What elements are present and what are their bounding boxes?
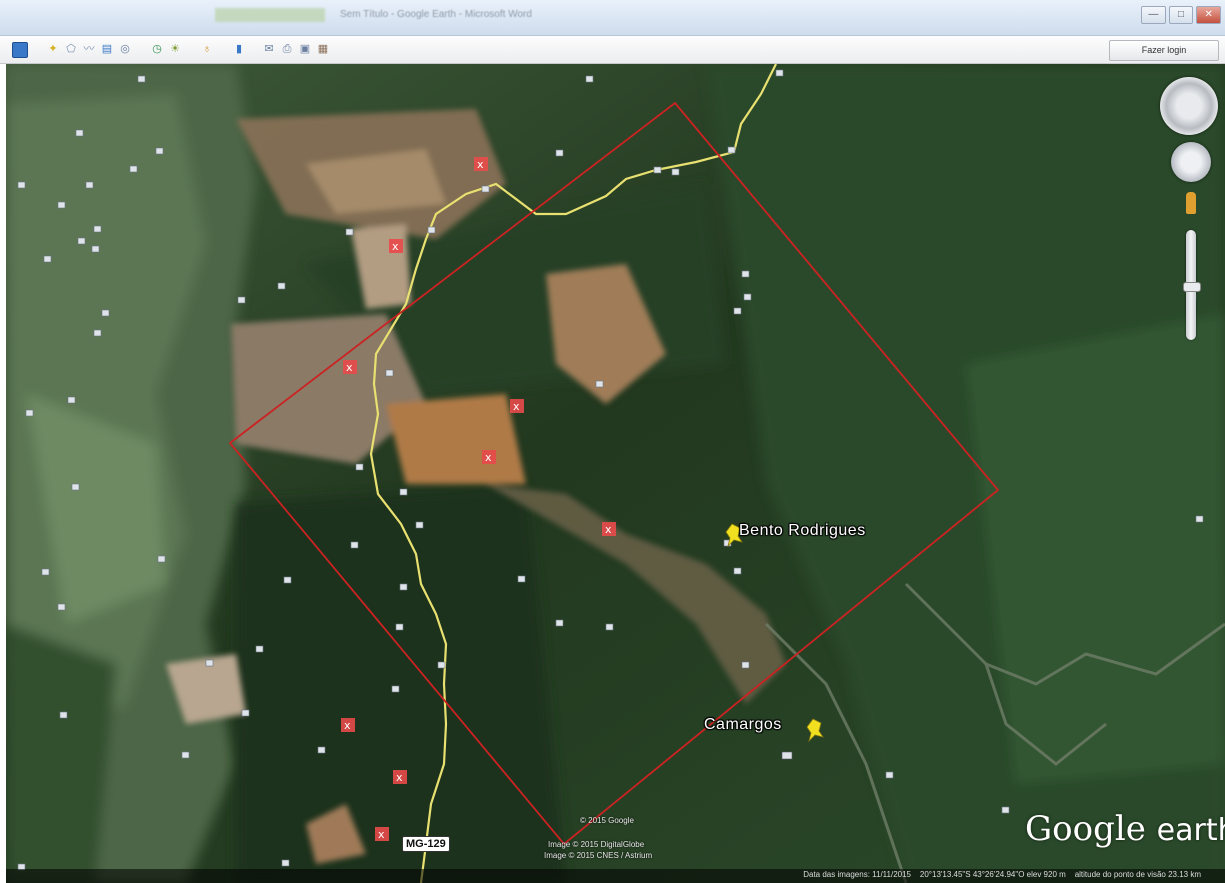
pushpin-bento-rodrigues[interactable] [725, 523, 743, 548]
placemark-icon[interactable]: ✦ [48, 43, 58, 55]
path-icon[interactable]: 〰 [83, 43, 95, 55]
copyright-credit: © 2015 Google [580, 816, 634, 825]
status-text: Data das imagens: 11/11/2015 20°13'13.45… [803, 870, 1201, 879]
study-area-boundary [228, 101, 1000, 846]
look-around-control[interactable] [1160, 77, 1218, 135]
imagery-credit-2: Image © 2015 CNES / Astrium [544, 851, 653, 860]
imagery-credit-1: Image © 2015 DigitalGlobe [548, 840, 645, 849]
svg-text:x: x [513, 400, 520, 413]
camargos-marker [781, 751, 793, 760]
place-label-camargos[interactable]: Camargos [704, 716, 782, 733]
forest-areas [236, 64, 1225, 883]
sidebar-icon[interactable] [12, 42, 28, 58]
sun-icon[interactable]: ☀ [170, 43, 180, 55]
window-controls: — □ ✕ [1140, 6, 1221, 24]
title-bar-highlight [215, 8, 325, 22]
satellite-map[interactable]: x x x x x x x x x [6, 64, 1225, 883]
logo-word-earth: earth [1156, 813, 1225, 848]
street-view-pegman-icon[interactable] [1186, 192, 1196, 214]
move-control[interactable] [1171, 142, 1211, 182]
map-view[interactable]: x x x x x x x x x Bento Rodrigues Camarg… [6, 64, 1225, 883]
sign-in-button[interactable]: Fazer login [1109, 40, 1219, 61]
logo-word-google: Google [1025, 809, 1146, 849]
imagery-date: Data das imagens: 11/11/2015 [803, 870, 911, 879]
toolbar: ✦ ⬠ 〰 ▤ ◎ ◷ ☀ ♁ ▮ ✉ ⎙ ▣ ▦ Fazer login [0, 36, 1225, 64]
svg-text:x: x [605, 523, 612, 536]
email-icon[interactable]: ✉ [264, 43, 274, 55]
google-earth-logo: Google earth [1025, 809, 1225, 849]
svg-text:x: x [477, 158, 484, 171]
svg-text:x: x [344, 719, 351, 732]
svg-text:x: x [378, 828, 385, 841]
place-label-bento-rodrigues[interactable]: Bento Rodrigues [739, 522, 866, 539]
eye-altitude: altitude do ponto de visão 23.13 km [1074, 870, 1201, 879]
close-button[interactable]: ✕ [1196, 6, 1221, 24]
maps-icon[interactable]: ▦ [317, 43, 329, 55]
minimize-button[interactable]: — [1140, 6, 1166, 24]
cursor-coordinates: 20°13'13.45"S 43°26'24.94"O elev 920 m [919, 870, 1066, 879]
ruler-icon[interactable]: ▮ [235, 43, 243, 55]
title-bar: Sem Título - Google Earth - Microsoft Wo… [0, 0, 1225, 36]
maximize-button[interactable]: □ [1168, 6, 1194, 24]
road-label: MG-129 [402, 836, 450, 852]
record-tour-icon[interactable]: ◎ [120, 43, 130, 55]
pushpin-camargos[interactable] [806, 718, 824, 743]
print-icon[interactable]: ⎙ [282, 43, 292, 55]
point-markers [17, 69, 1204, 871]
window-title: Sem Título - Google Earth - Microsoft Wo… [340, 9, 532, 20]
polygon-icon[interactable]: ⬠ [66, 43, 76, 55]
planets-icon[interactable]: ♁ [202, 43, 212, 55]
svg-text:x: x [396, 771, 403, 784]
western-ridges [6, 64, 256, 883]
svg-text:x: x [392, 240, 399, 253]
svg-text:x: x [485, 451, 492, 464]
zoom-slider-handle[interactable] [1183, 282, 1201, 292]
save-image-icon[interactable]: ▣ [299, 43, 311, 55]
x-markers: x x x x x x x x x [341, 157, 616, 841]
mining-areas [166, 109, 786, 864]
svg-text:x: x [346, 361, 353, 374]
status-bar: Data das imagens: 11/11/2015 20°13'13.45… [6, 869, 1225, 883]
overlay-icon[interactable]: ▤ [101, 43, 113, 55]
historical-imagery-icon[interactable]: ◷ [152, 43, 162, 55]
